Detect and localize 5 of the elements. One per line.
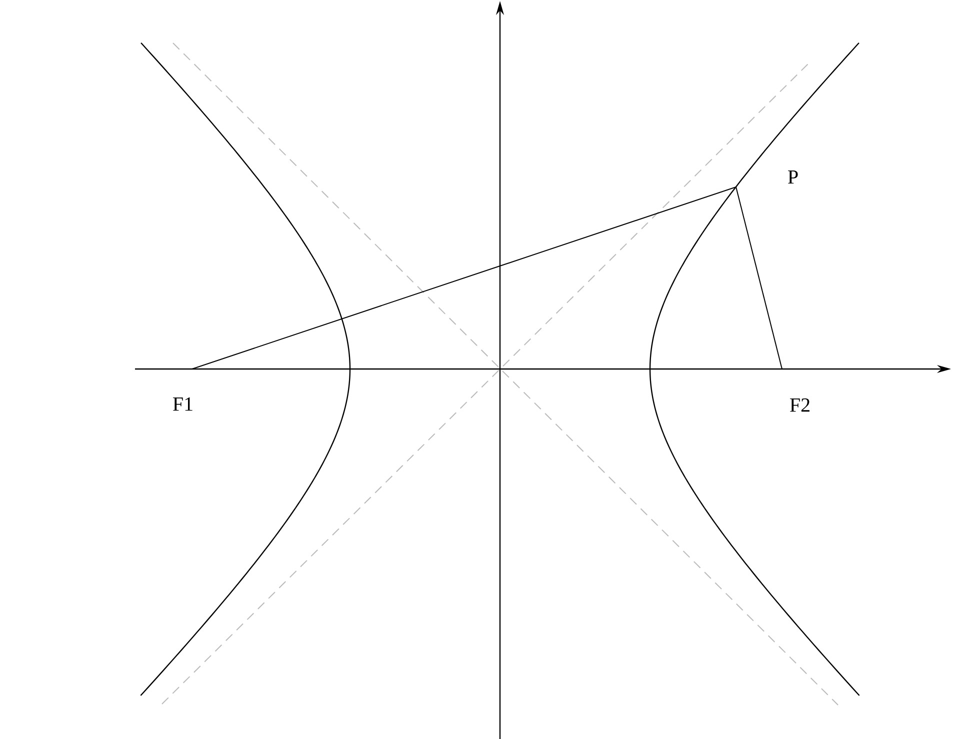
- line-segment: [736, 186, 782, 370]
- point-label: F1: [173, 397, 192, 411]
- point-label: F2: [790, 398, 810, 412]
- line-segment: [192, 186, 736, 370]
- point-label: P: [788, 170, 798, 184]
